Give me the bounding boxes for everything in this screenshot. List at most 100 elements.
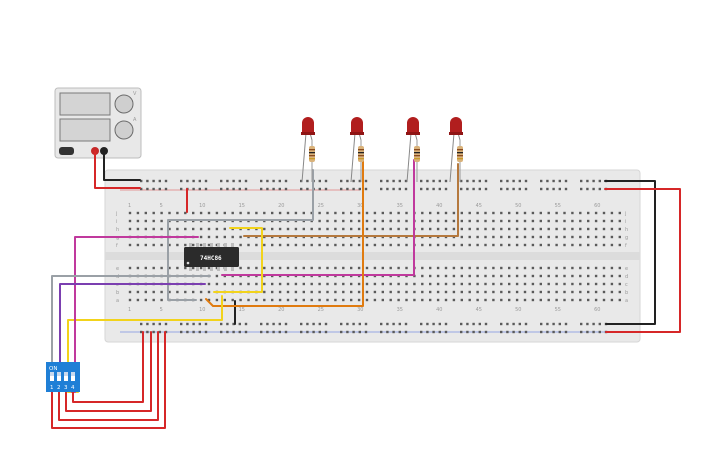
hole[interactable] [278, 243, 282, 247]
hole[interactable] [326, 243, 329, 247]
hole[interactable] [215, 282, 219, 286]
hole[interactable] [436, 211, 440, 215]
hole[interactable] [484, 266, 487, 270]
hole[interactable] [546, 179, 549, 183]
hole[interactable] [255, 282, 258, 286]
hole[interactable] [397, 282, 400, 286]
hole[interactable] [539, 243, 542, 247]
hole[interactable] [540, 179, 543, 183]
hole[interactable] [405, 282, 408, 286]
hole[interactable] [204, 179, 208, 183]
hole[interactable] [508, 243, 511, 247]
hole[interactable] [398, 187, 401, 191]
hole[interactable] [263, 266, 266, 270]
hole[interactable] [523, 266, 527, 270]
hole[interactable] [168, 211, 171, 215]
hole[interactable] [547, 219, 550, 223]
hole[interactable] [518, 187, 521, 191]
hole[interactable] [357, 298, 361, 302]
hole[interactable] [594, 227, 598, 231]
hole[interactable] [357, 219, 361, 223]
hole[interactable] [429, 211, 432, 215]
hole[interactable] [555, 211, 558, 215]
hole[interactable] [352, 322, 355, 326]
hole[interactable] [594, 274, 598, 278]
hole[interactable] [184, 290, 187, 294]
hole[interactable] [429, 227, 432, 231]
hole[interactable] [302, 227, 305, 231]
hole[interactable] [539, 282, 542, 286]
hole[interactable] [547, 266, 550, 270]
hole[interactable] [563, 290, 566, 294]
hole[interactable] [144, 243, 147, 247]
hole[interactable] [389, 219, 392, 223]
hole[interactable] [381, 298, 384, 302]
hole[interactable] [136, 298, 140, 302]
hole[interactable] [140, 187, 143, 191]
hole[interactable] [484, 298, 487, 302]
hole[interactable] [429, 243, 432, 247]
hole[interactable] [587, 243, 590, 247]
hole[interactable] [472, 330, 475, 334]
hole[interactable] [594, 290, 598, 294]
hole[interactable] [223, 298, 226, 302]
hole[interactable] [571, 211, 574, 215]
hole[interactable] [404, 330, 408, 334]
hole[interactable] [610, 282, 614, 286]
hole[interactable] [284, 179, 288, 183]
hole[interactable] [468, 282, 471, 286]
hole[interactable] [438, 330, 441, 334]
hole[interactable] [286, 298, 290, 302]
hole[interactable] [460, 330, 463, 334]
hole[interactable] [239, 235, 242, 239]
hole[interactable] [564, 179, 568, 183]
hole[interactable] [438, 322, 441, 326]
hole[interactable] [531, 211, 535, 215]
hole[interactable] [136, 227, 140, 231]
hole[interactable] [426, 179, 429, 183]
hole[interactable] [468, 298, 471, 302]
hole[interactable] [420, 330, 423, 334]
hole[interactable] [500, 330, 503, 334]
hole[interactable] [324, 330, 328, 334]
hole[interactable] [518, 330, 521, 334]
hole[interactable] [231, 282, 234, 286]
hole[interactable] [555, 282, 558, 286]
hole[interactable] [342, 219, 345, 223]
hole[interactable] [610, 227, 614, 231]
hole[interactable] [392, 187, 395, 191]
hole[interactable] [460, 219, 463, 223]
hole[interactable] [444, 274, 448, 278]
hole[interactable] [199, 290, 203, 294]
hole[interactable] [357, 282, 361, 286]
hole[interactable] [587, 298, 590, 302]
hole[interactable] [223, 282, 226, 286]
hole[interactable] [278, 187, 281, 191]
hole[interactable] [523, 219, 527, 223]
hole[interactable] [318, 211, 321, 215]
hole[interactable] [140, 330, 143, 334]
hole[interactable] [598, 179, 601, 183]
hole[interactable] [547, 243, 550, 247]
hole[interactable] [158, 330, 161, 334]
hole[interactable] [381, 266, 384, 270]
hole[interactable] [515, 274, 519, 278]
hole[interactable] [278, 322, 281, 326]
hole[interactable] [239, 266, 242, 270]
hole[interactable] [180, 187, 183, 191]
hole[interactable] [404, 322, 408, 326]
hole[interactable] [405, 243, 408, 247]
hole[interactable] [500, 235, 503, 239]
hole[interactable] [602, 211, 606, 215]
hole[interactable] [429, 219, 432, 223]
hole[interactable] [594, 235, 598, 239]
hole[interactable] [405, 298, 408, 302]
hole[interactable] [618, 219, 621, 223]
hole[interactable] [466, 179, 469, 183]
hole[interactable] [594, 211, 598, 215]
hole[interactable] [492, 274, 495, 278]
hole[interactable] [260, 330, 263, 334]
hole[interactable] [152, 227, 155, 231]
hole[interactable] [302, 298, 305, 302]
hole[interactable] [500, 227, 503, 231]
